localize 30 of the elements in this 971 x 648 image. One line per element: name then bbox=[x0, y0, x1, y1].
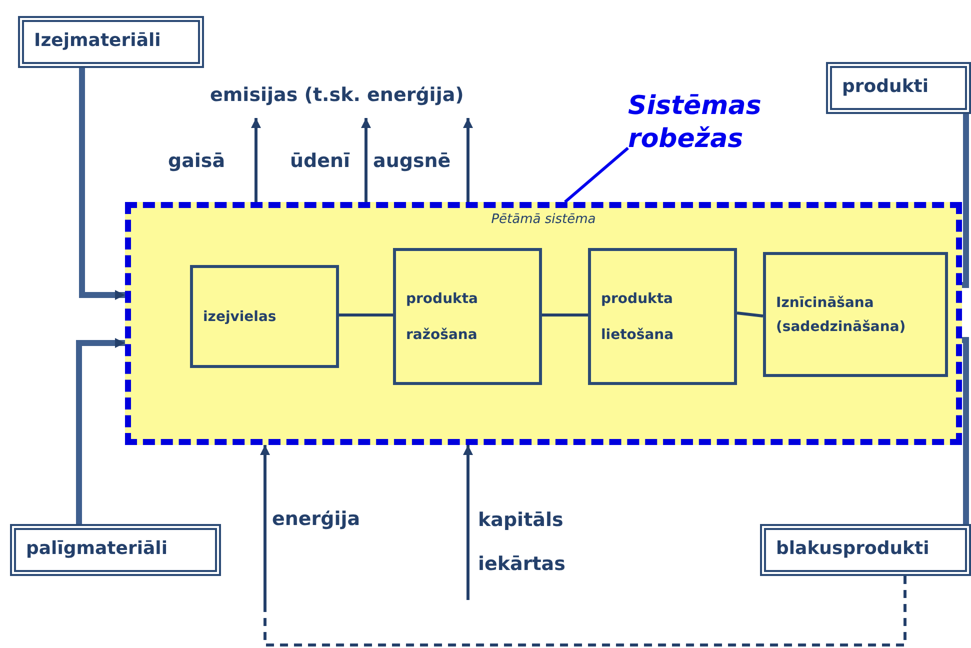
boundary-label: Sistēmas robežas bbox=[628, 90, 798, 162]
arrow bbox=[463, 445, 473, 600]
output-box: produkti bbox=[826, 62, 971, 114]
connector-line bbox=[339, 314, 393, 316]
input-box: Izejmateriāli bbox=[18, 16, 204, 68]
process-box: produkta lietošana bbox=[588, 248, 737, 385]
output-box: blakusprodukti bbox=[760, 524, 971, 576]
edge-label: gaisā bbox=[168, 150, 226, 172]
arrow bbox=[260, 445, 906, 646]
system-title: Pētāmā sistēma bbox=[490, 212, 597, 227]
edge-label: ūdenī bbox=[290, 150, 350, 172]
edge-label: enerģija bbox=[272, 508, 360, 530]
connector-line bbox=[962, 114, 969, 288]
leader-line bbox=[564, 146, 629, 204]
arrow bbox=[79, 68, 125, 300]
arrow bbox=[463, 118, 473, 202]
arrow bbox=[76, 338, 125, 524]
process-box: produkta ražošana bbox=[393, 248, 542, 385]
connector-line bbox=[736, 312, 764, 318]
arrow bbox=[361, 118, 371, 202]
input-box: palīgmateriāli bbox=[10, 524, 221, 576]
system-boundary-area bbox=[125, 202, 962, 445]
emissions-label: emisijas (t.sk. enerģija) bbox=[210, 84, 496, 118]
process-box: Iznīcināšana (sadedzināšana) bbox=[763, 252, 948, 377]
edge-label: augsnē bbox=[373, 150, 451, 172]
connector-line bbox=[962, 337, 969, 524]
process-box: izejvielas bbox=[190, 265, 339, 368]
arrow bbox=[251, 118, 261, 202]
edge-label: kapitāls iekārtas bbox=[478, 508, 566, 577]
connector-line bbox=[542, 314, 588, 316]
